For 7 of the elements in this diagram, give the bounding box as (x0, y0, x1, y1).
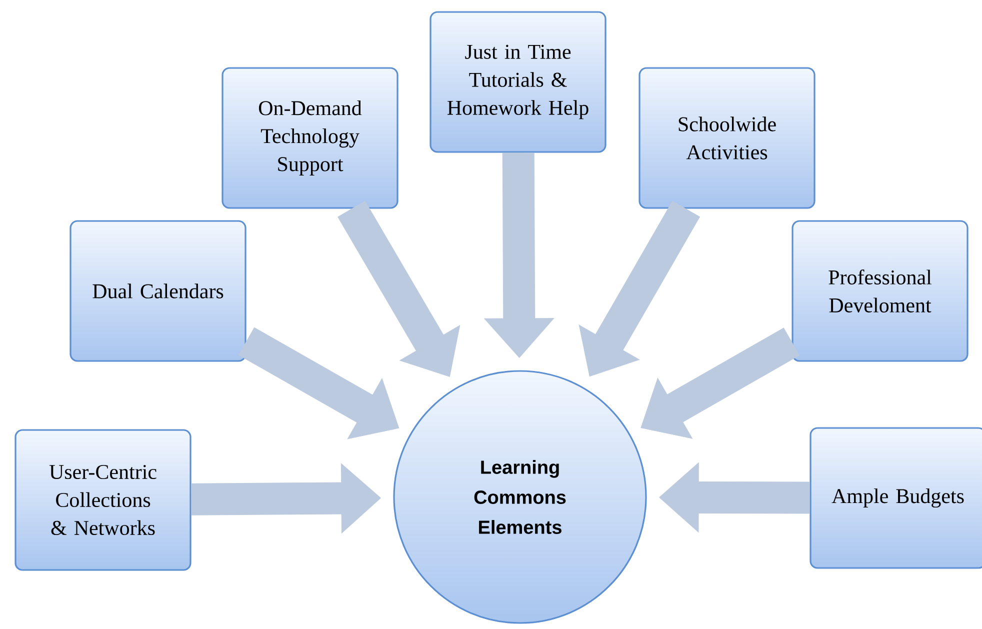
process-box: Professional Develoment (792, 220, 968, 362)
process-box: Ample Budgets (810, 427, 982, 569)
process-box: On-Demand Technology Support (222, 67, 398, 209)
process-box: User-Centric Collections & Networks (14, 429, 192, 571)
process-box: Schoolwide Activities (638, 67, 816, 209)
process-box: Just in Time Tutorials & Homework Help (430, 11, 606, 153)
process-box: Dual Calendars (70, 220, 246, 362)
